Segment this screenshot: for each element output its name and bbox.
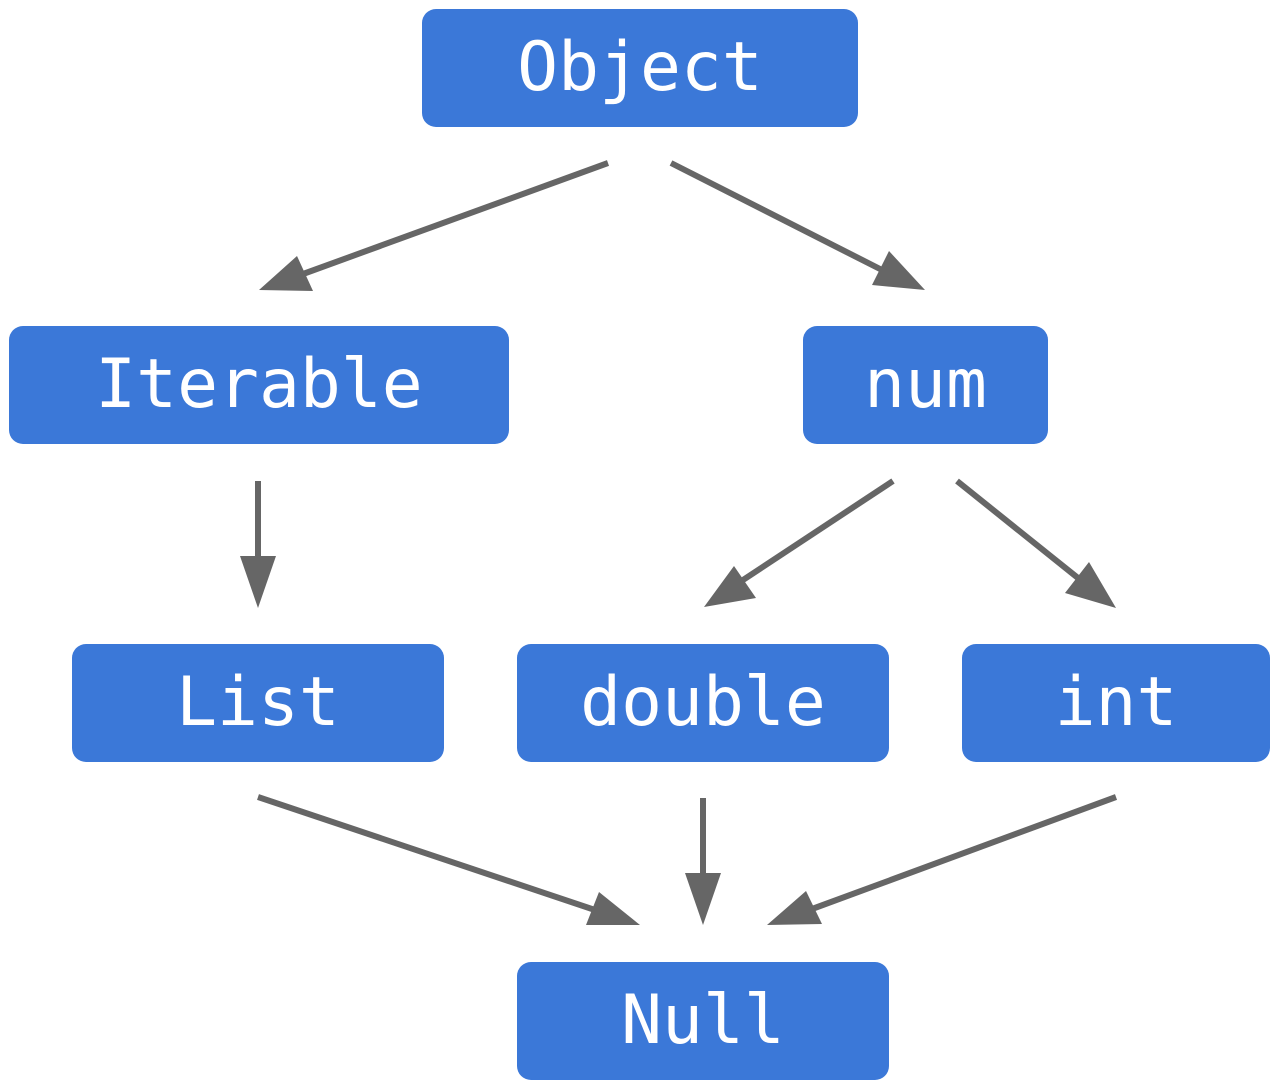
arrowhead-icon xyxy=(240,556,276,608)
arrowhead-icon xyxy=(586,892,640,925)
edge-int-to-null xyxy=(767,794,1118,925)
node-label: Iterable xyxy=(95,345,423,424)
arrowhead-icon xyxy=(685,873,721,925)
node-label: int xyxy=(1054,663,1178,742)
node-label: Null xyxy=(621,981,785,1060)
edge-iterable-to-list xyxy=(240,481,276,608)
node-object: Object xyxy=(422,9,858,127)
arrowhead-icon xyxy=(872,251,925,290)
edge-list-to-null xyxy=(257,794,640,925)
arrowhead-icon xyxy=(259,256,313,291)
arrowhead-icon xyxy=(1065,562,1116,608)
edge-num-to-int xyxy=(955,478,1116,608)
arrowhead-icon xyxy=(767,891,822,925)
node-iterable: Iterable xyxy=(9,326,509,444)
node-label: num xyxy=(864,345,987,424)
edge-double-to-null xyxy=(685,798,721,925)
edge-num-to-double xyxy=(704,478,895,607)
node-list: List xyxy=(72,644,444,762)
node-label: Object xyxy=(517,28,763,107)
node-double: double xyxy=(517,644,889,762)
edge-object-to-iterable xyxy=(259,160,610,291)
node-num: num xyxy=(803,326,1048,444)
node-null: Null xyxy=(517,962,889,1080)
node-label: List xyxy=(176,663,340,742)
arrowhead-icon xyxy=(704,566,756,607)
node-int: int xyxy=(962,644,1270,762)
edge-object-to-num xyxy=(669,160,925,290)
node-label: double xyxy=(580,663,826,742)
